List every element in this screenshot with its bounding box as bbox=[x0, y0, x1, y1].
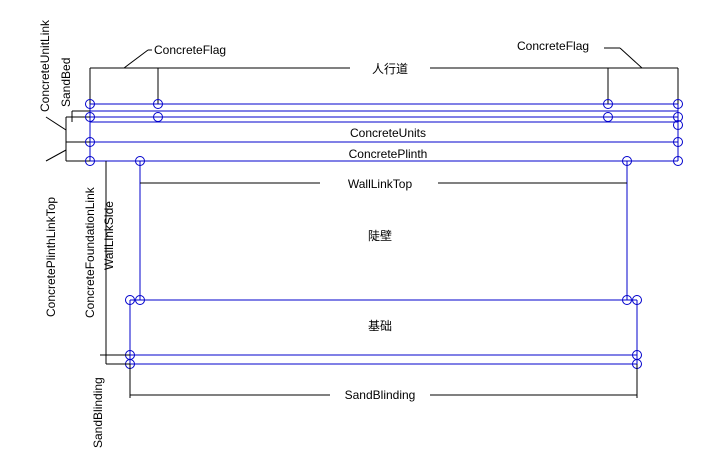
wall-section: WallLinkTop 陡壁 bbox=[135, 156, 632, 300]
concrete-flag-right-label: ConcreteFlag bbox=[517, 39, 589, 53]
wall-link-side-label: WallLinkSide bbox=[102, 201, 116, 270]
sand-blinding-side-label: SandBlinding bbox=[91, 377, 105, 448]
left-link-brackets bbox=[45, 110, 90, 162]
foundation-label: 基础 bbox=[368, 319, 392, 333]
sidewalk-label: 人行道 bbox=[372, 62, 408, 76]
concrete-units-label: ConcreteUnits bbox=[350, 126, 426, 140]
foundation-section: 基础 bbox=[125, 295, 642, 369]
sidewalk-node-circles bbox=[85, 99, 683, 166]
sidewalk-dimension: 人行道 bbox=[89, 60, 679, 104]
left-vertical-dimensions bbox=[100, 161, 130, 365]
wall-link-top-label: WallLinkTop bbox=[348, 177, 413, 191]
concrete-unit-link-label: ConcreteUnitLink bbox=[38, 19, 52, 112]
concrete-plinth-label: ConcretePlinth bbox=[349, 147, 428, 161]
sand-blinding-dimension: SandBlinding bbox=[129, 364, 638, 403]
wall-label: 陡壁 bbox=[368, 228, 392, 243]
concrete-flag-right-callout: ConcreteFlag bbox=[517, 39, 643, 69]
sand-blinding-bottom-label: SandBlinding bbox=[345, 388, 416, 402]
concrete-flag-left-label: ConcreteFlag bbox=[154, 43, 226, 57]
sidewalk-layers: ConcreteUnits ConcretePlinth bbox=[89, 103, 679, 162]
concrete-plinth-link-top-label: ConcretePlinthLinkTop bbox=[44, 197, 58, 317]
concrete-flag-left-callout: ConcreteFlag bbox=[123, 43, 226, 69]
concrete-foundation-link-label: ConcreteFoundationLink bbox=[83, 186, 97, 318]
sand-bed-label: SandBed bbox=[59, 58, 73, 107]
